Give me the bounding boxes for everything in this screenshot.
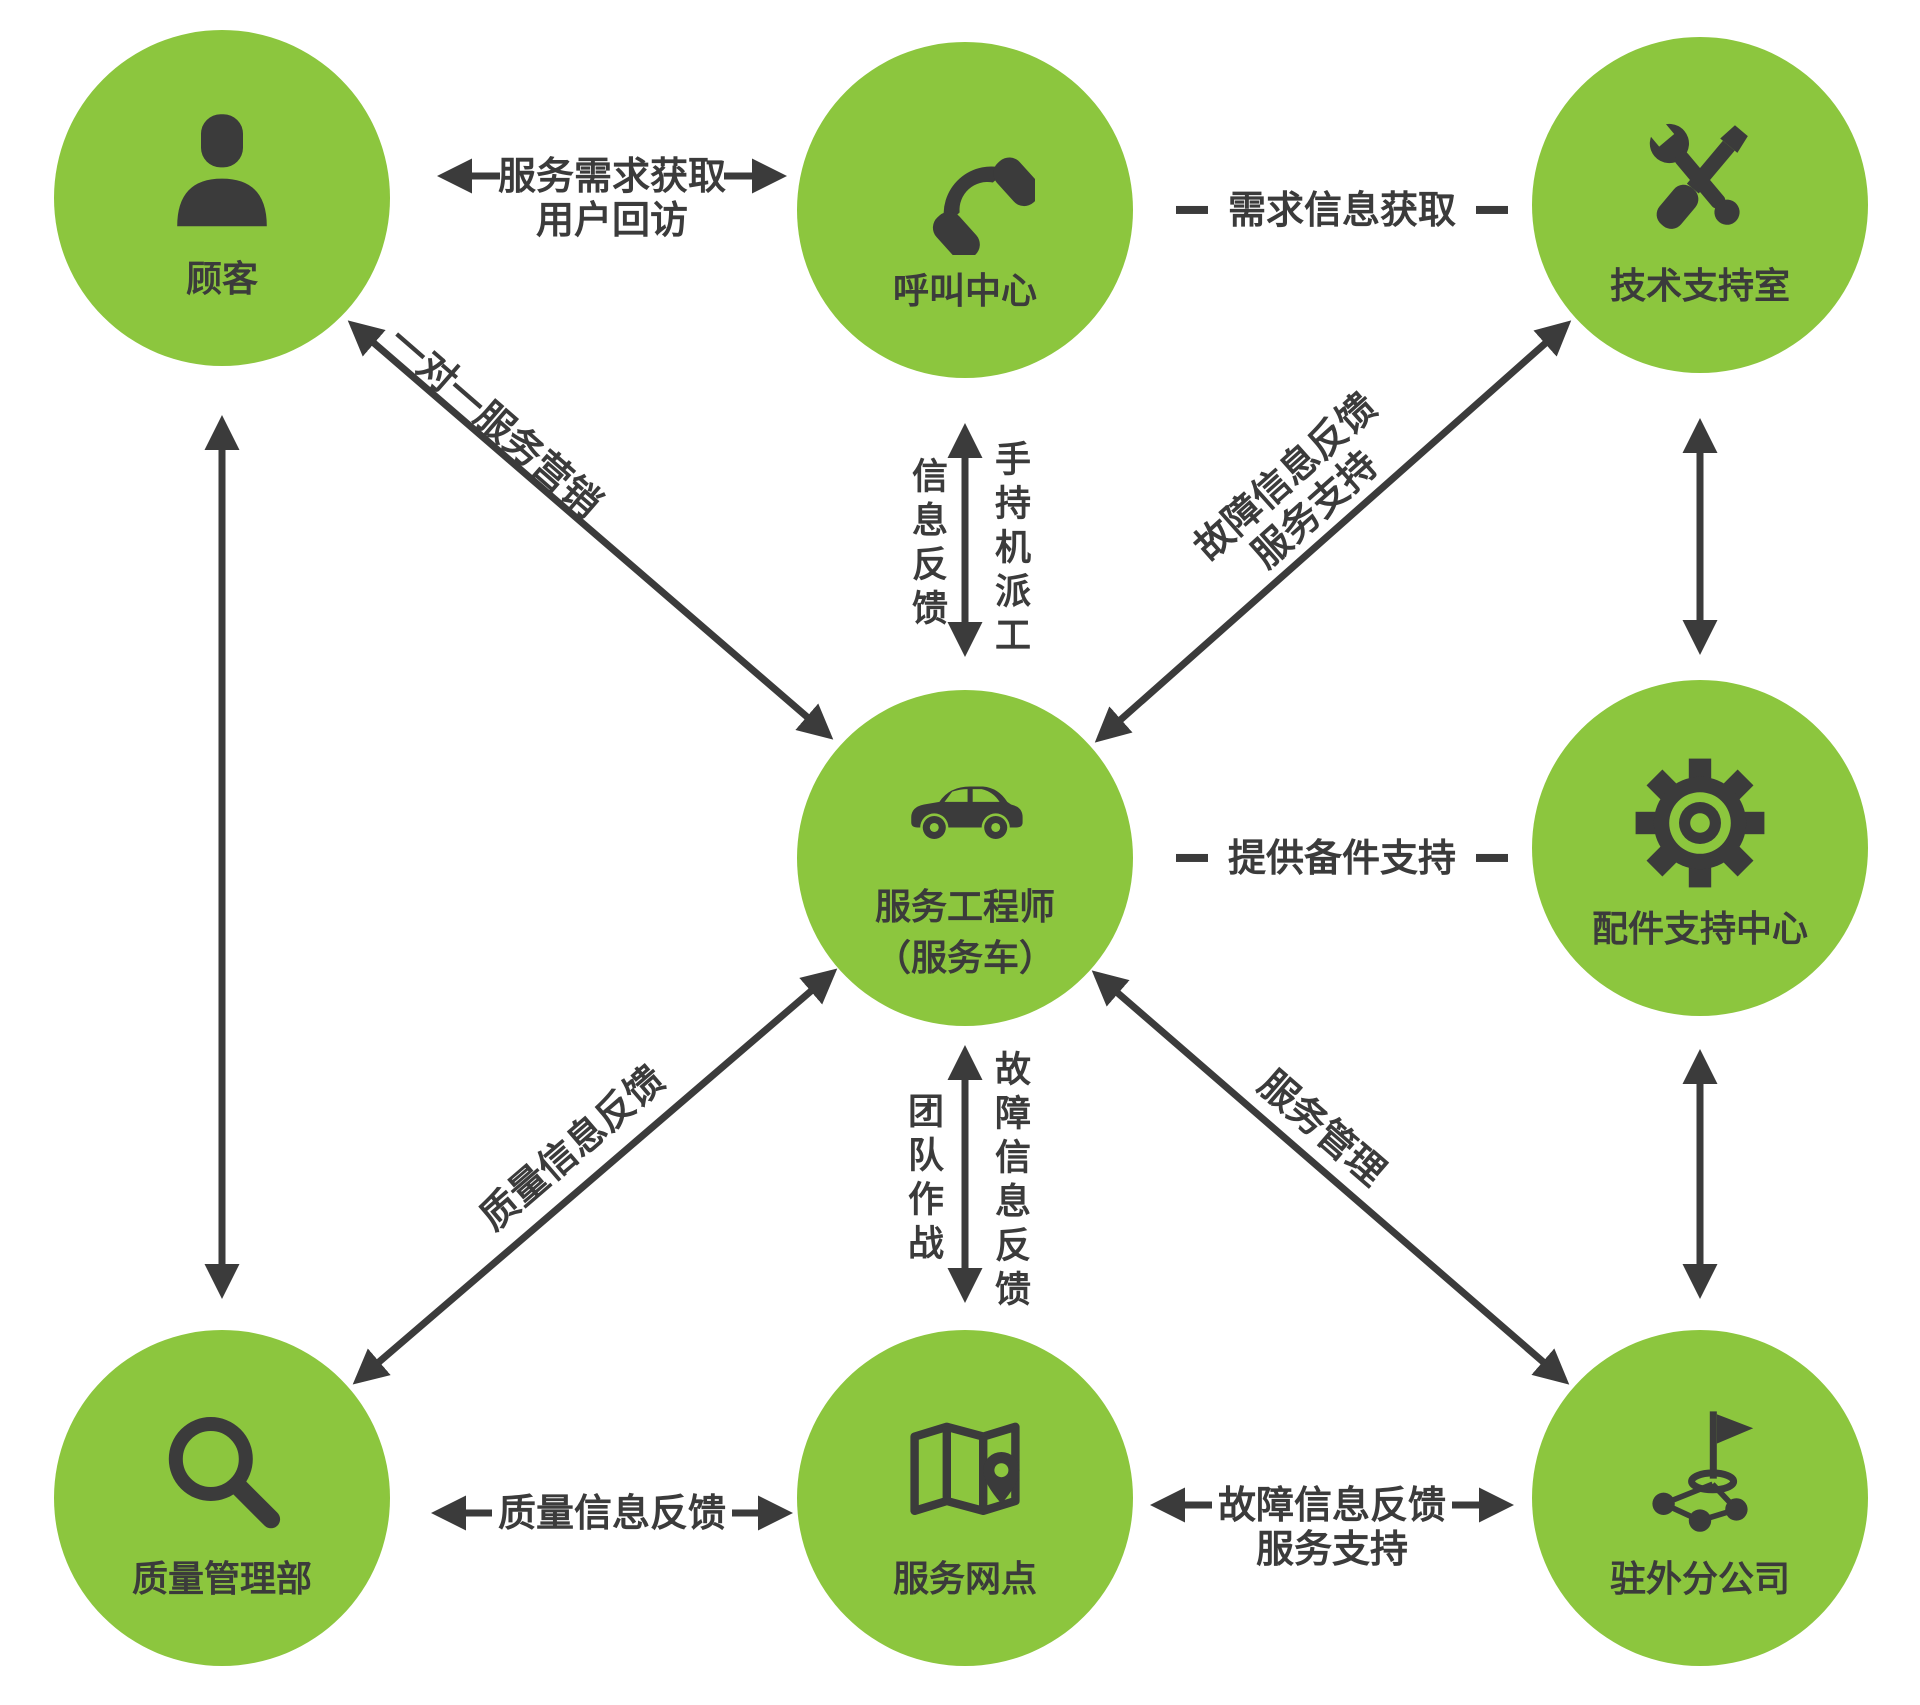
node-customer-label: 顾客 (185, 258, 258, 300)
node-call-center-label: 呼叫中心 (892, 270, 1037, 312)
gear-icon (1630, 753, 1770, 893)
edge-label-team-combat: 团队作战 (902, 1092, 943, 1268)
node-tech-support-label: 技术支持室 (1609, 265, 1790, 307)
edge-label-serviceoutlet-branchoffice-line2: 服务支持 (1255, 1527, 1409, 1571)
node-service-engineer-label: 服务工程师 (874, 887, 1055, 928)
node-tech-support: 技术支持室 (1532, 37, 1868, 373)
edge-label-parts-support: 提供备件支持 (1175, 835, 1509, 880)
edge-label-serviceoutlet-branchoffice-line1: 故障信息反馈 (1217, 1482, 1447, 1527)
person-icon (152, 103, 292, 243)
arrow-techsupport-engineer (1094, 320, 1572, 743)
edge-label-info-feedback: 信息反馈 (906, 457, 947, 633)
edge-label-quality-serviceoutlet: 质量信息反馈 (497, 1490, 727, 1535)
arrow-engineer-quality (352, 968, 838, 1385)
node-service-outlet-label: 服务网点 (892, 1558, 1037, 1600)
node-service-outlet: 服务网点 (797, 1330, 1133, 1666)
edge-label-serviceoutlet-branchoffice: 故障信息反馈 服务支持 (1218, 1483, 1446, 1571)
node-quality-dept-label: 质量管理部 (131, 1558, 312, 1600)
arrow-customer-engineer (347, 320, 834, 740)
map-icon (895, 1403, 1035, 1543)
edge-label-handheld-dispatch: 手持机派工 (989, 440, 1030, 660)
node-service-engineer-sublabel: （服务车） (874, 938, 1055, 979)
node-parts-center-label: 配件支持中心 (1591, 908, 1808, 950)
node-customer: 顾客 (54, 30, 390, 366)
node-quality-dept: 质量管理部 (54, 1330, 390, 1666)
flag-icon (1630, 1403, 1770, 1543)
edge-label-customer-callcenter: 服务需求获取 用户回访 (498, 154, 726, 242)
node-service-engineer: 服务工程师 （服务车） (797, 690, 1133, 1026)
edge-label-callcenter-techsupport: 需求信息获取 (1175, 187, 1509, 232)
node-parts-center: 配件支持中心 (1532, 680, 1868, 1016)
edge-label-customer-callcenter-line1: 服务需求获取 (497, 153, 727, 198)
tools-icon (1630, 110, 1770, 250)
node-branch-office-label: 驻外分公司 (1609, 1558, 1790, 1600)
arrow-engineer-branchoffice (1091, 970, 1570, 1385)
car-icon (901, 743, 1029, 871)
edge-label-customer-callcenter-line2: 用户回访 (535, 198, 689, 242)
phone-icon (895, 115, 1035, 255)
node-call-center: 呼叫中心 (797, 42, 1133, 378)
edge-label-fault-feedback-vertical: 故障信息反馈 (989, 1050, 1030, 1314)
magnifier-icon (152, 1403, 292, 1543)
node-branch-office: 驻外分公司 (1532, 1330, 1868, 1666)
